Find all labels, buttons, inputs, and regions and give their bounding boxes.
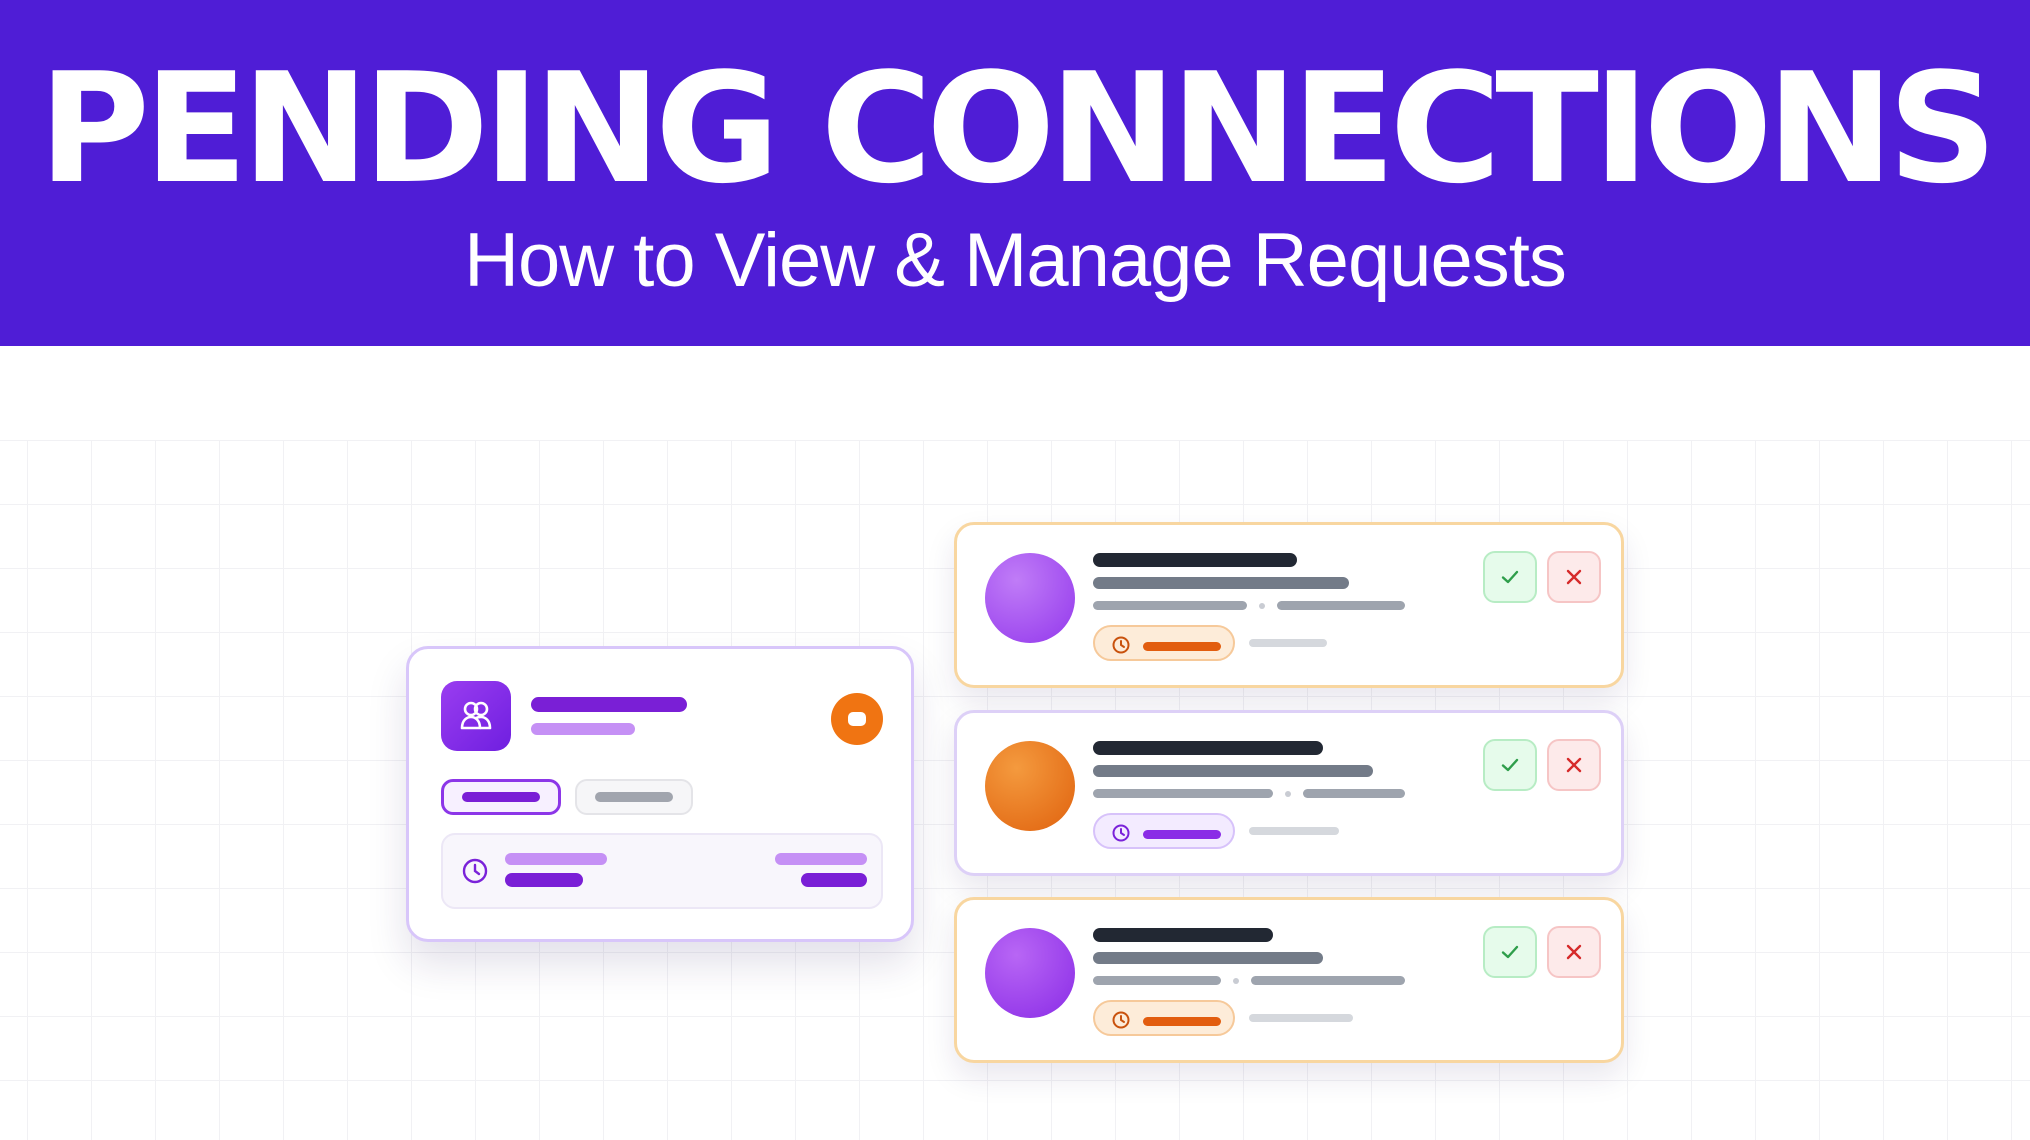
avatar	[985, 928, 1075, 1018]
decline-button[interactable]	[1547, 739, 1601, 791]
pending-info-panel	[441, 833, 883, 909]
clock-icon	[1111, 823, 1131, 843]
card-title-placeholder	[531, 697, 687, 712]
check-icon	[1501, 945, 1519, 959]
users-icon	[441, 681, 511, 751]
avatar	[985, 741, 1075, 831]
filter-tab-active[interactable]	[441, 779, 561, 815]
orange-status-dot	[831, 693, 883, 745]
accept-button[interactable]	[1483, 926, 1537, 978]
decline-button[interactable]	[1547, 551, 1601, 603]
banner-subtitle: How to View & Manage Requests	[464, 218, 1567, 303]
check-icon	[1501, 570, 1519, 584]
header-banner: PENDING CONNECTIONS How to View & Manage…	[0, 0, 2030, 346]
close-icon	[1566, 944, 1582, 960]
clock-icon	[1111, 635, 1131, 655]
requester-name-placeholder	[1093, 928, 1273, 942]
requester-name-placeholder	[1093, 741, 1323, 755]
connection-request-card[interactable]	[954, 710, 1624, 876]
connection-request-card[interactable]	[954, 897, 1624, 1063]
banner-title: PENDING CONNECTIONS	[38, 40, 1998, 217]
requester-name-placeholder	[1093, 553, 1297, 567]
connection-request-card[interactable]	[954, 522, 1624, 688]
accept-button[interactable]	[1483, 739, 1537, 791]
decline-button[interactable]	[1547, 926, 1601, 978]
accept-button[interactable]	[1483, 551, 1537, 603]
filter-tab-inactive[interactable]	[575, 779, 693, 815]
card-subtitle-placeholder	[531, 723, 635, 735]
connections-summary-card[interactable]	[406, 646, 914, 942]
avatar	[985, 553, 1075, 643]
clock-icon	[1111, 1010, 1131, 1030]
status-badge	[1093, 1000, 1235, 1036]
status-badge	[1093, 625, 1235, 661]
check-icon	[1501, 758, 1519, 772]
close-icon	[1566, 757, 1582, 773]
status-badge	[1093, 813, 1235, 849]
close-icon	[1566, 569, 1582, 585]
clock-icon	[461, 857, 489, 885]
